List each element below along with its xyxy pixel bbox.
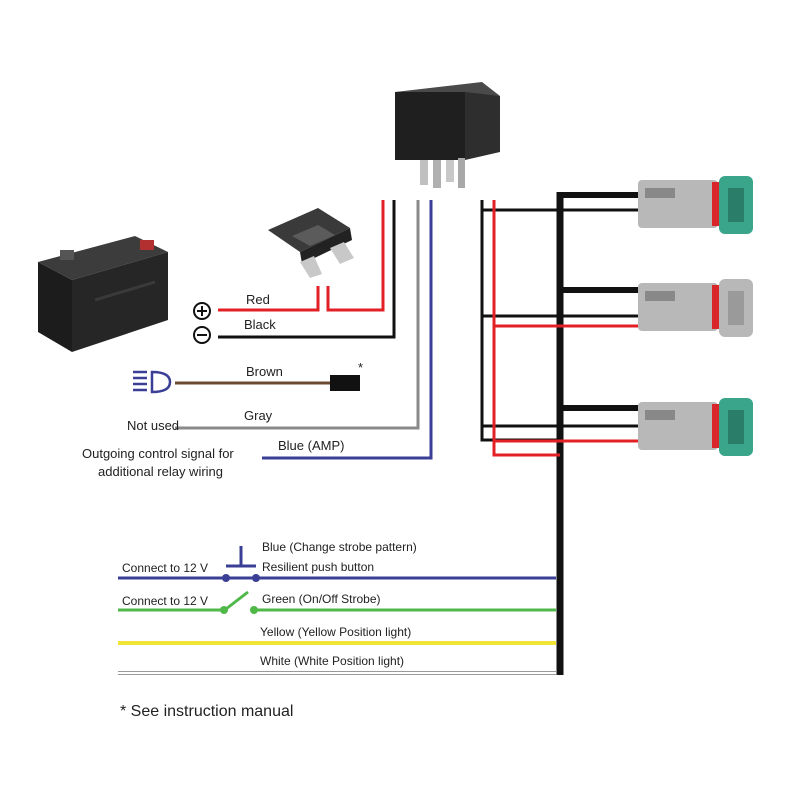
connector-3 — [638, 398, 753, 456]
connector-wiring — [480, 192, 640, 675]
label-brown: Brown — [246, 364, 283, 379]
headlight-icon — [133, 370, 172, 394]
label-not-used: Not used — [127, 418, 179, 433]
label-outgoing-line2: additional relay wiring — [98, 464, 223, 479]
label-red: Red — [246, 292, 270, 307]
label-blue-control: Blue (Change strobe pattern) — [262, 540, 417, 554]
wire-gray — [175, 200, 420, 430]
push-button-symbol — [222, 546, 260, 582]
relay-icon — [395, 82, 500, 188]
label-outgoing-line1: Outgoing control signal for — [82, 446, 234, 461]
inline-diode — [330, 375, 360, 391]
label-gray: Gray — [244, 408, 273, 423]
label-connect-12v-b: Connect to 12 V — [122, 594, 208, 608]
connector-2 — [638, 279, 753, 337]
footnote: * See instruction manual — [120, 703, 293, 720]
plus-terminal-icon — [193, 302, 211, 320]
label-white: White (White Position light) — [260, 654, 404, 668]
label-yellow: Yellow (Yellow Position light) — [260, 625, 411, 639]
blade-fuse-icon — [268, 208, 354, 278]
label-diode-marker: * — [358, 360, 363, 375]
label-green: Green (On/Off Strobe) — [262, 592, 381, 606]
label-push-button: Resilient push button — [262, 560, 374, 574]
label-black: Black — [244, 317, 276, 332]
connector-1 — [638, 176, 753, 234]
wire-black-power — [218, 200, 396, 339]
toggle-switch-symbol — [220, 590, 258, 618]
wire-blue-amp — [262, 200, 433, 460]
label-connect-12v-a: Connect to 12 V — [122, 561, 208, 575]
car-battery-icon — [38, 236, 168, 352]
minus-terminal-icon — [193, 326, 211, 344]
wire-red — [218, 200, 385, 312]
label-blue-amp: Blue (AMP) — [278, 438, 344, 453]
